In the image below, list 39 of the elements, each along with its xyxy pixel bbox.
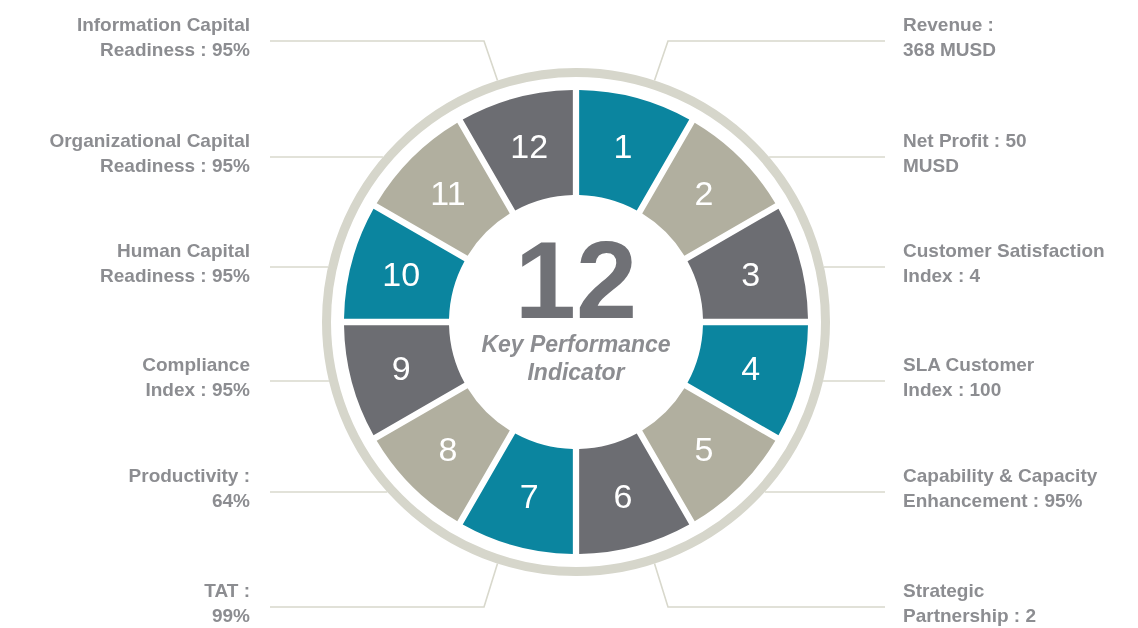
leader-line bbox=[823, 266, 886, 268]
leader-line bbox=[269, 266, 329, 268]
segment-number: 3 bbox=[740, 254, 762, 295]
segment-number: 7 bbox=[518, 475, 540, 516]
kpi-label: Customer Satisfaction Index : 4 bbox=[903, 238, 1128, 288]
segment-number: 5 bbox=[693, 429, 715, 469]
segment-number: 10 bbox=[381, 254, 422, 295]
leader-line bbox=[768, 156, 886, 158]
kpi-label: SLA Customer Index : 100 bbox=[903, 352, 1073, 402]
segment-number: 4 bbox=[740, 347, 762, 388]
kpi-label: Revenue : 368 MUSD bbox=[903, 12, 1023, 62]
segment-number: 11 bbox=[429, 173, 467, 213]
kpi-label: Capability & Capacity Enhancement : 95% bbox=[903, 463, 1128, 513]
leader-line bbox=[269, 491, 389, 493]
leader-line bbox=[269, 562, 499, 608]
segment-number: 2 bbox=[693, 173, 715, 213]
kpi-label: TAT : 99% bbox=[180, 578, 250, 628]
kpi-count: 12 bbox=[514, 230, 638, 330]
center-caption: Key Performance Indicator bbox=[480, 330, 672, 386]
kpi-label: Compliance Index : 95% bbox=[110, 352, 250, 402]
kpi-label: Information Capital Readiness : 95% bbox=[40, 12, 250, 62]
kpi-label: Strategic Partnership : 2 bbox=[903, 578, 1063, 628]
segment-number: 6 bbox=[612, 475, 634, 516]
segment-number: 12 bbox=[509, 126, 550, 167]
leader-line bbox=[269, 156, 384, 158]
leader-line bbox=[269, 380, 330, 382]
leader-line bbox=[653, 40, 886, 82]
kpi-label: Human Capital Readiness : 95% bbox=[90, 238, 250, 288]
leader-line bbox=[822, 380, 886, 382]
kpi-label: Organizational Capital Readiness : 95% bbox=[40, 128, 250, 178]
kpi-label: Net Profit : 50 MUSD bbox=[903, 128, 1033, 178]
kpi-label: Productivity : 64% bbox=[100, 463, 250, 513]
leader-line bbox=[653, 562, 886, 608]
segment-number: 8 bbox=[437, 429, 459, 469]
segment-number: 9 bbox=[390, 347, 412, 388]
outer-ring bbox=[322, 68, 830, 576]
leader-line bbox=[269, 40, 499, 82]
leader-line bbox=[763, 491, 886, 493]
segment-number: 1 bbox=[612, 126, 634, 167]
